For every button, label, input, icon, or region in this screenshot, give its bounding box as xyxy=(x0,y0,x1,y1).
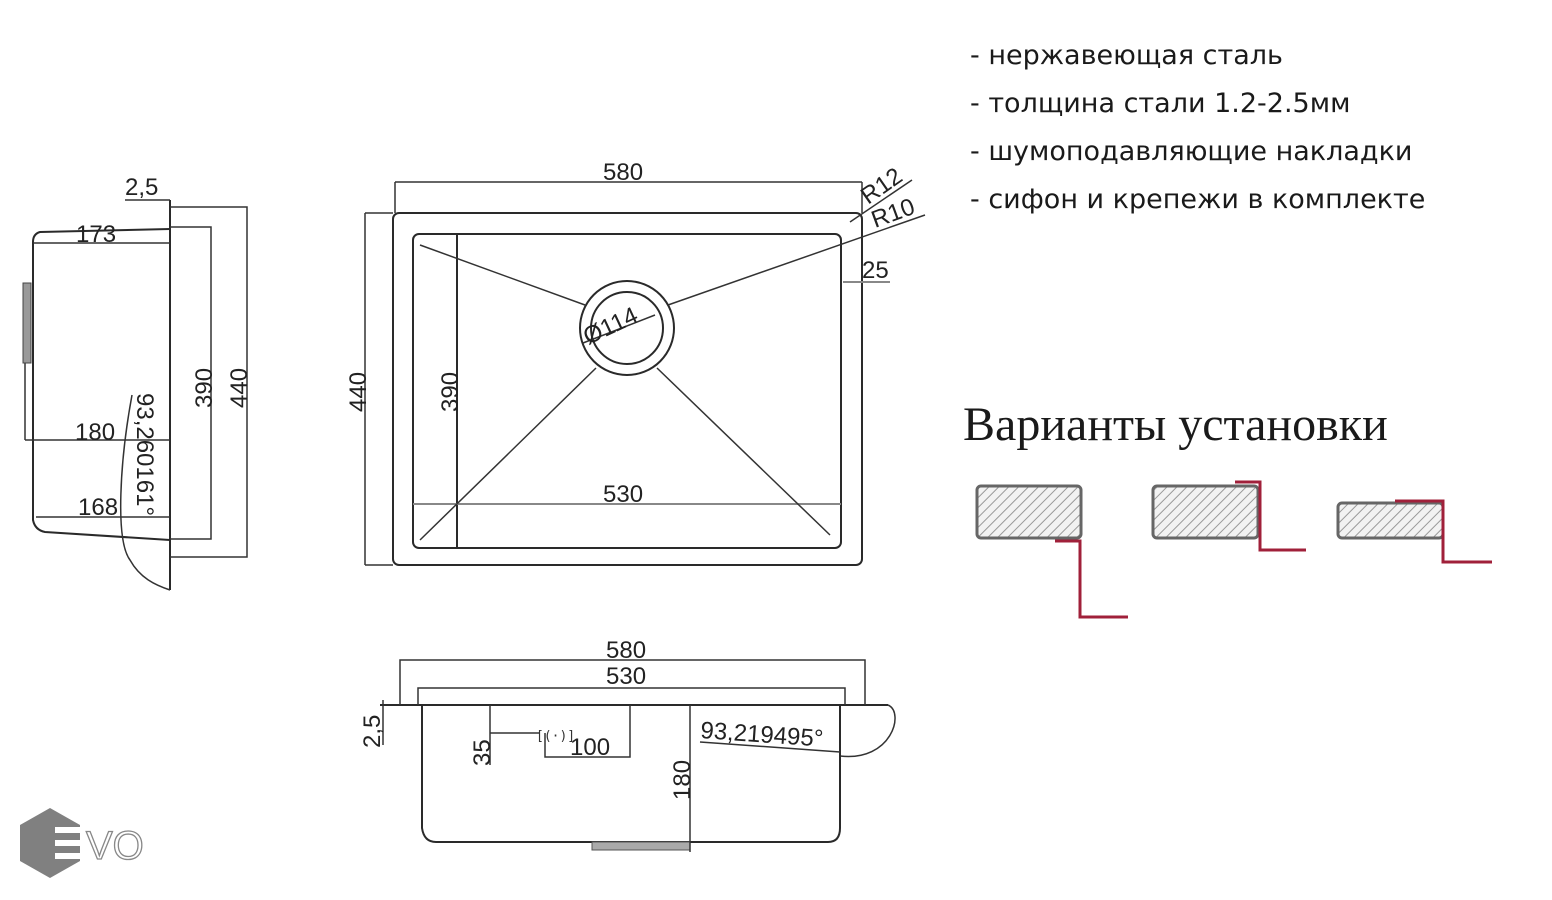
countertop-icon xyxy=(975,484,1083,540)
side-inner-depth-label: 390 xyxy=(191,368,218,408)
side-depth-label: 180 xyxy=(75,419,115,446)
overflow-height-label: 35 xyxy=(469,739,496,766)
feature-item: - нержавеющая сталь xyxy=(970,40,1283,71)
feature-item: - сифон и крепежи в комплекте xyxy=(970,184,1425,215)
front-inner-width-label: 530 xyxy=(606,663,646,690)
side-angle-label: 93,260161° xyxy=(131,393,158,516)
side-top-label: 173 xyxy=(76,221,116,248)
install-variant-undermount xyxy=(975,484,1128,619)
feature-list: - нержавеющая сталь - толщина стали 1.2-… xyxy=(970,40,1425,215)
front-angle-label: 93,219495° xyxy=(700,717,825,753)
top-width-label: 580 xyxy=(603,159,643,186)
side-thickness-label: 2,5 xyxy=(125,174,158,201)
overflow-icon: [(·)] xyxy=(536,729,575,744)
side-view: 2,5 173 180 168 93,260161° 390 440 xyxy=(22,174,253,591)
front-thickness-label: 2,5 xyxy=(359,715,386,748)
top-depth-label: 440 xyxy=(345,372,372,412)
front-depth-label: 180 xyxy=(669,760,696,800)
feature-item: - шумоподавляющие накладки xyxy=(970,136,1412,167)
top-inner-depth-label: 390 xyxy=(437,372,464,412)
countertop-icon xyxy=(1336,501,1445,540)
install-variant-flush xyxy=(1151,480,1306,552)
drain-diameter-label: Ø114 xyxy=(579,302,642,351)
rim-label: 25 xyxy=(862,257,889,284)
top-inner-width-label: 530 xyxy=(603,481,643,508)
side-bottom-label: 168 xyxy=(78,494,118,521)
evo-logo: VO xyxy=(20,808,144,878)
front-width-label: 580 xyxy=(606,637,646,664)
top-view: 580 440 390 530 R12 R10 25 Ø114 xyxy=(345,159,926,566)
install-title: Варианты установки xyxy=(963,398,1388,451)
overflow-offset-label: 100 xyxy=(570,734,610,761)
front-view: [(·)] 580 530 2,5 35 100 180 93,219495° xyxy=(359,637,896,852)
install-variant-top xyxy=(1336,499,1492,564)
feature-item: - толщина стали 1.2-2.5мм xyxy=(970,88,1350,119)
side-total-depth-label: 440 xyxy=(226,368,253,408)
svg-text:VO: VO xyxy=(86,824,144,868)
countertop-icon xyxy=(1151,484,1260,540)
